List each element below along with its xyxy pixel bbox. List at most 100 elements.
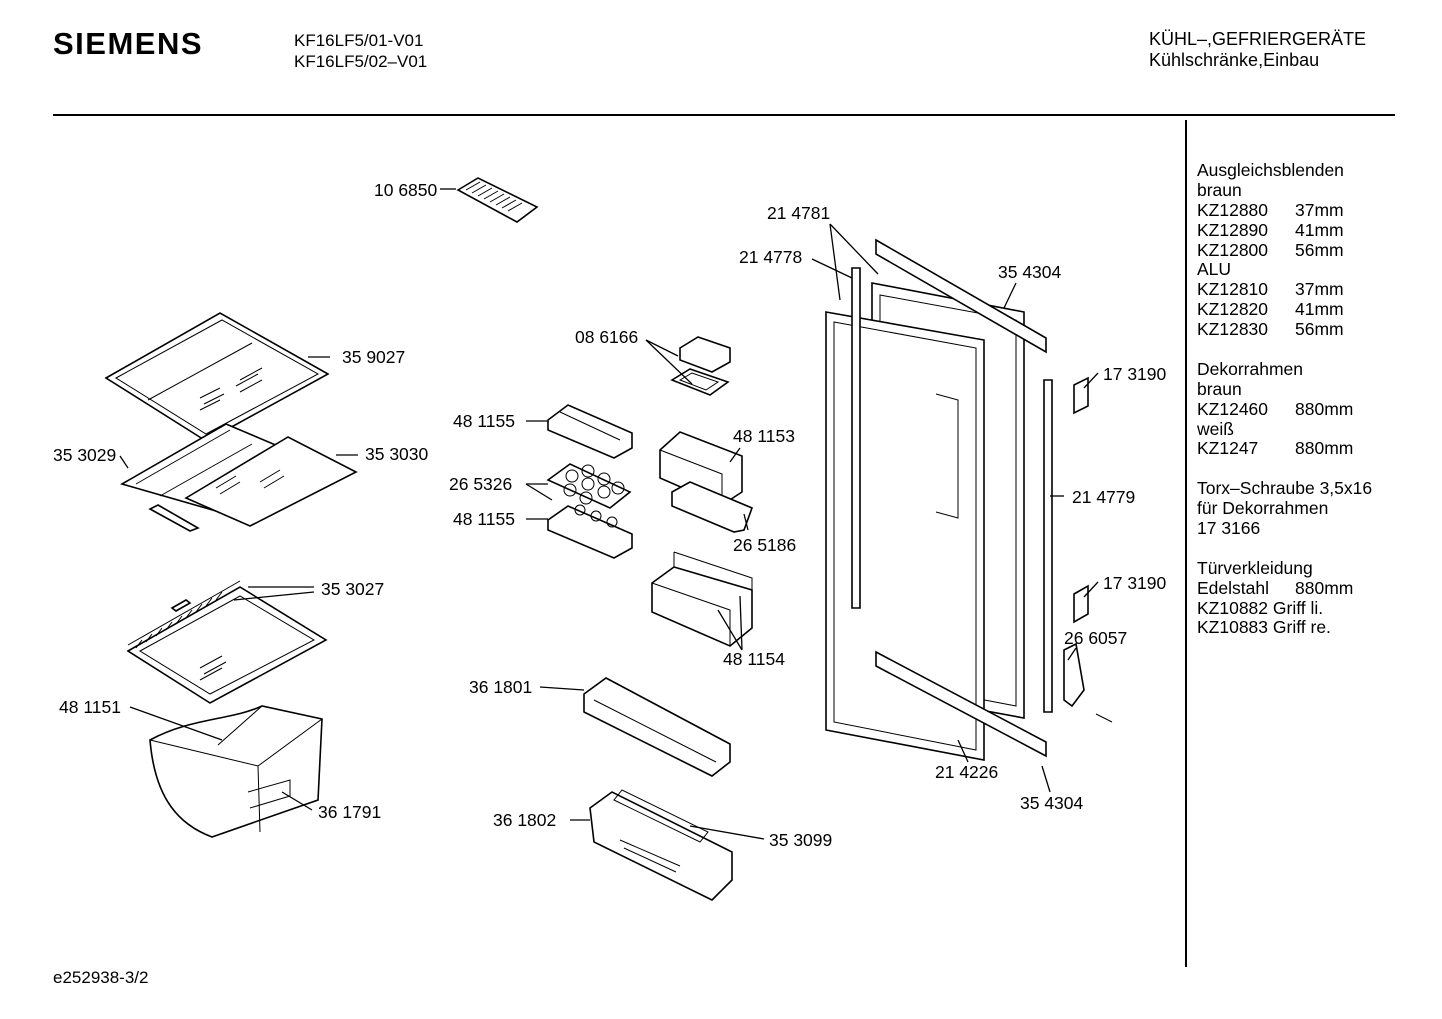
part-glass-shelf bbox=[126, 580, 328, 704]
accessory-item: KZ12460 bbox=[1197, 398, 1269, 419]
part-door-bin-small-2 bbox=[547, 504, 633, 559]
accessory-size: 37mm bbox=[1295, 199, 1344, 220]
document-code: e252938-3/2 bbox=[53, 968, 149, 987]
part-door-bin-small bbox=[547, 404, 633, 459]
label-10-6850: 10 6850 bbox=[374, 180, 438, 200]
leader-lines bbox=[119, 188, 1099, 840]
accessory-item: Edelstahl bbox=[1197, 577, 1269, 598]
accessory-row: KZ12830 56mm bbox=[1197, 319, 1372, 340]
brand-logo: SIEMENS bbox=[53, 26, 204, 61]
label-26-5326: 26 5326 bbox=[449, 474, 512, 494]
accessory-size: 880mm bbox=[1295, 438, 1354, 459]
accessory-size: 41mm bbox=[1295, 299, 1344, 320]
accessory-row: ALU bbox=[1197, 260, 1372, 280]
label-35-3030: 35 3030 bbox=[365, 444, 429, 464]
part-shelf-top bbox=[104, 312, 330, 442]
accessory-row: braun bbox=[1197, 179, 1372, 201]
accessory-item: KZ12880 bbox=[1197, 199, 1269, 220]
accessory-item: KZ12820 bbox=[1197, 299, 1269, 320]
sidebar-divider bbox=[1185, 120, 1187, 967]
label-26-5186: 26 5186 bbox=[733, 535, 796, 555]
label-35-3099: 35 3099 bbox=[769, 830, 832, 850]
label-48-1154: 48 1154 bbox=[723, 649, 785, 669]
label-35-3029: 35 3029 bbox=[53, 445, 116, 465]
part-vegetable-drawer bbox=[149, 705, 323, 838]
accessory-row: KZ12800 56mm bbox=[1197, 239, 1372, 261]
label-17-3190-top: 17 3190 bbox=[1103, 364, 1167, 384]
part-door-hinge-top bbox=[875, 238, 1047, 354]
part-ice-tray bbox=[456, 177, 539, 223]
accessory-size: 41mm bbox=[1295, 219, 1344, 240]
label-36-1791: 36 1791 bbox=[318, 802, 381, 822]
part-dairy-compartment bbox=[659, 431, 754, 533]
accessory-row: KZ10882 Griff li. bbox=[1197, 597, 1372, 619]
accessory-size: 56mm bbox=[1295, 319, 1344, 340]
accessory-item: Torx–Schraube 3,5x16 bbox=[1197, 478, 1373, 499]
label-17-3190-bottom: 17 3190 bbox=[1103, 573, 1167, 593]
accessory-size: 37mm bbox=[1295, 279, 1344, 300]
accessory-row: 17 3166 bbox=[1197, 518, 1372, 539]
accessory-item: KZ12890 bbox=[1197, 219, 1269, 240]
accessory-item: 17 3166 bbox=[1197, 518, 1261, 539]
accessory-row: Torx–Schraube 3,5x16 bbox=[1197, 478, 1373, 499]
accessory-item: KZ12810 bbox=[1197, 279, 1269, 300]
label-35-4304-top: 35 4304 bbox=[998, 262, 1062, 282]
accessory-row: KZ1247 880mm bbox=[1197, 439, 1372, 459]
accessory-item: KZ1247 bbox=[1197, 438, 1259, 459]
model-number-1: KF16LF5/01-V01 bbox=[294, 31, 424, 50]
accessory-item: braun bbox=[1197, 179, 1242, 200]
accessory-row: Türverkleidung bbox=[1197, 557, 1372, 579]
accessory-row: KZ12880 37mm bbox=[1197, 199, 1372, 221]
part-door-bin-long bbox=[583, 677, 731, 777]
label-21-4226: 21 4226 bbox=[935, 762, 998, 782]
accessory-item: Türverkleidung bbox=[1197, 557, 1313, 578]
accessory-row: KZ10883 Griff re. bbox=[1197, 618, 1372, 638]
accessory-item: ALU bbox=[1197, 259, 1232, 280]
accessory-item: braun bbox=[1197, 378, 1242, 399]
label-48-1153: 48 1153 bbox=[733, 426, 795, 446]
label-21-4779: 21 4779 bbox=[1072, 487, 1135, 507]
part-shelf-split bbox=[119, 423, 358, 532]
group-spacer bbox=[1197, 539, 1372, 559]
accessory-row: braun bbox=[1197, 378, 1372, 400]
accessory-item: Dekorrahmen bbox=[1197, 358, 1304, 379]
accessory-item: weiß bbox=[1197, 418, 1234, 439]
accessory-item: KZ10882 Griff li. bbox=[1197, 597, 1324, 618]
accessory-row: Edelstahl 880mm bbox=[1197, 577, 1372, 599]
group-spacer bbox=[1197, 340, 1372, 360]
accessory-row: KZ12890 41mm bbox=[1197, 219, 1372, 241]
part-door-bin-large bbox=[589, 789, 733, 901]
accessory-row: weiß bbox=[1197, 418, 1372, 440]
category-title: KÜHL–,GEFRIERGERÄTE bbox=[1149, 29, 1367, 49]
header-divider bbox=[53, 114, 1395, 116]
part-butter-box bbox=[670, 336, 731, 396]
accessory-item: KZ12830 bbox=[1197, 319, 1269, 340]
label-08-6166: 08 6166 bbox=[575, 327, 638, 347]
accessory-size: 880mm bbox=[1295, 577, 1354, 598]
accessory-size: 56mm bbox=[1295, 239, 1344, 260]
part-door-hinge-bottom bbox=[875, 650, 1047, 758]
label-35-9027: 35 9027 bbox=[342, 347, 405, 367]
part-door-bin-medium bbox=[651, 551, 753, 647]
label-35-4304-bottom: 35 4304 bbox=[1020, 793, 1084, 813]
part-labels: 10 6850 21 4781 21 4778 35 4304 08 6166 … bbox=[53, 180, 1167, 850]
part-egg-tray bbox=[546, 463, 632, 509]
accessory-item: KZ10883 Griff re. bbox=[1197, 617, 1331, 638]
label-36-1801: 36 1801 bbox=[469, 677, 532, 697]
category-subtitle: Kühlschränke,Einbau bbox=[1149, 50, 1320, 70]
label-35-3027: 35 3027 bbox=[321, 579, 384, 599]
model-number-2: KF16LF5/02–V01 bbox=[294, 52, 428, 71]
label-36-1802: 36 1802 bbox=[493, 810, 556, 830]
label-21-4778: 21 4778 bbox=[739, 247, 802, 267]
label-48-1155-b: 48 1155 bbox=[453, 509, 515, 529]
accessory-item: KZ12800 bbox=[1197, 239, 1269, 260]
accessory-row: Ausgleichsblenden bbox=[1197, 160, 1372, 181]
label-48-1151: 48 1151 bbox=[59, 697, 121, 717]
accessory-row: für Dekorrahmen bbox=[1197, 498, 1372, 519]
label-26-6057: 26 6057 bbox=[1064, 628, 1127, 648]
label-21-4781: 21 4781 bbox=[767, 203, 830, 223]
accessory-item: für Dekorrahmen bbox=[1197, 498, 1329, 519]
